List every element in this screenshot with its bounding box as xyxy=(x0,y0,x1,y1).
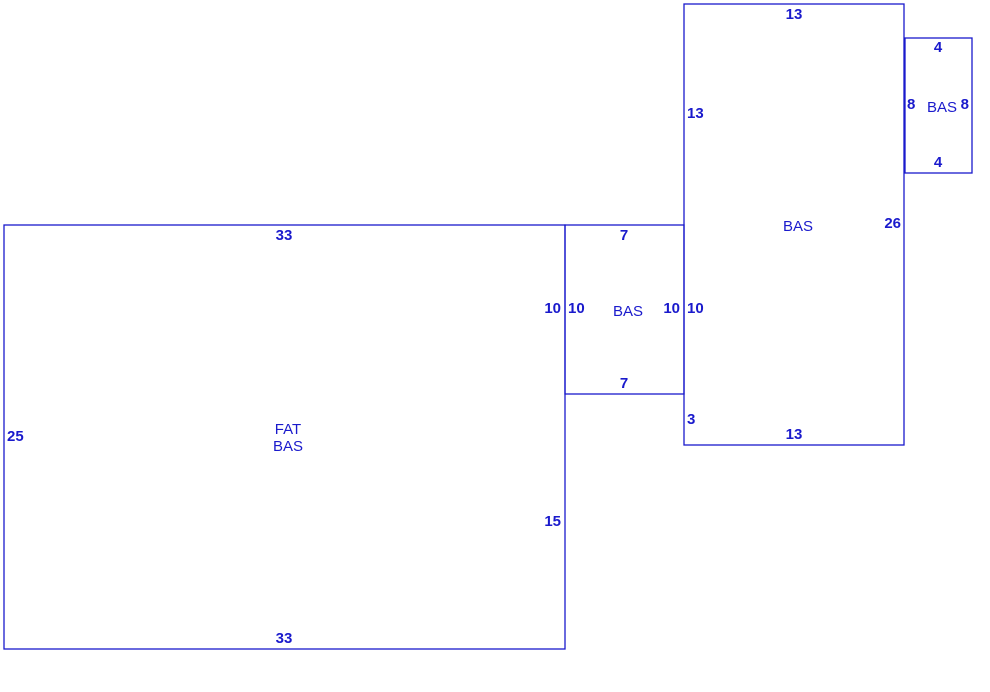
dimension-main-right-upper: 10 xyxy=(544,300,561,317)
dimension-tall-top: 13 xyxy=(786,6,803,23)
dimension-main-right-lower: 15 xyxy=(544,513,561,530)
area-main-label-line1: FAT xyxy=(275,421,301,438)
dimension-connector-right: 10 xyxy=(663,300,680,317)
dimension-connector-bottom: 7 xyxy=(620,375,628,392)
area-connector: 7 7 10 10 BAS xyxy=(564,224,685,395)
dimension-connector-left: 10 xyxy=(568,300,585,317)
area-connector-label: BAS xyxy=(613,303,643,320)
dimension-tall-left-lower: 3 xyxy=(687,411,695,428)
dimension-small-bottom: 4 xyxy=(934,154,943,171)
dimension-small-left: 8 xyxy=(907,96,915,113)
dimension-tall-bottom: 13 xyxy=(786,426,803,443)
area-tall-outline xyxy=(683,3,905,446)
dimension-tall-left-middle: 10 xyxy=(687,300,704,317)
area-main: 33 33 25 10 15 FAT BAS xyxy=(3,224,566,650)
area-tall: 13 13 13 10 3 26 BAS xyxy=(683,3,905,446)
dimension-tall-left-upper: 13 xyxy=(687,105,704,122)
dimension-tall-right: 26 xyxy=(884,215,901,232)
dimension-connector-top: 7 xyxy=(620,227,628,244)
dimension-main-left: 25 xyxy=(7,428,24,445)
area-tall-label: BAS xyxy=(783,218,813,235)
area-small-outline xyxy=(904,37,973,174)
dimension-main-bottom: 33 xyxy=(276,630,293,647)
dimension-small-right: 8 xyxy=(961,96,969,113)
dimension-small-top: 4 xyxy=(934,39,943,56)
area-small-label: BAS xyxy=(927,99,957,116)
area-main-outline xyxy=(3,224,566,650)
area-main-label-line2: BAS xyxy=(273,438,303,455)
area-small: 4 4 8 8 BAS xyxy=(904,37,973,174)
dimension-main-top: 33 xyxy=(276,227,293,244)
